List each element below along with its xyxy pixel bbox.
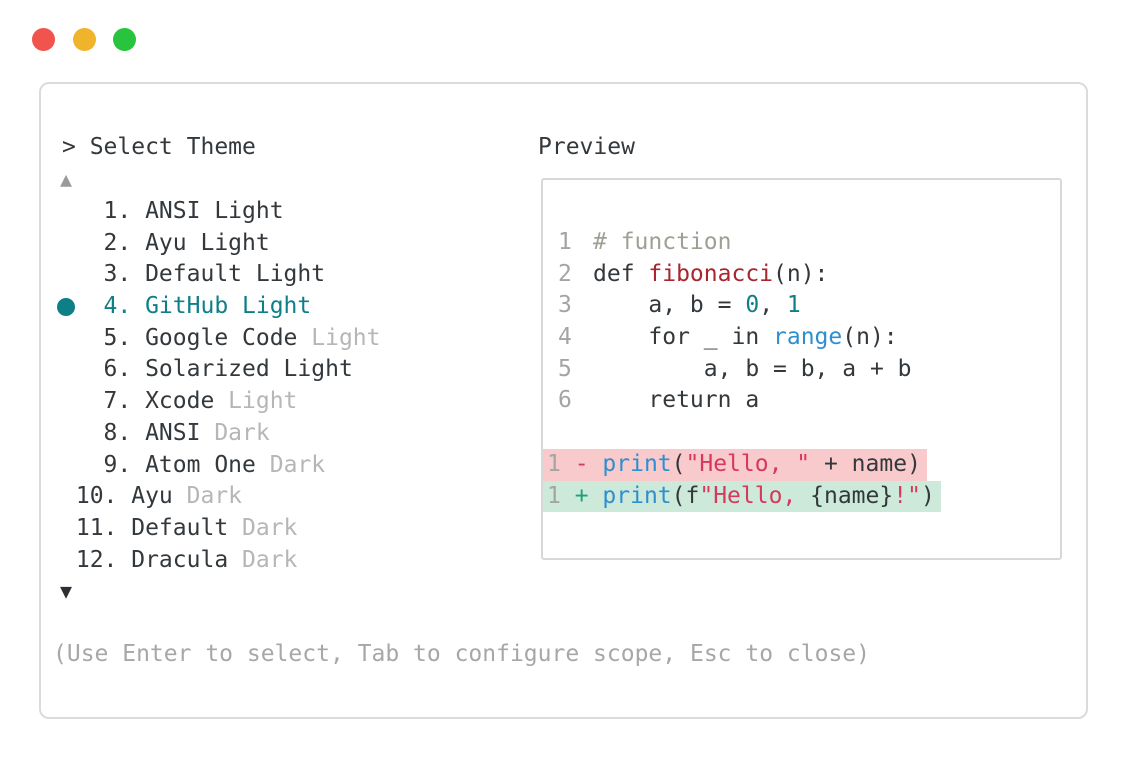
minimize-window-icon[interactable] xyxy=(73,28,96,51)
theme-variant-label: Light xyxy=(311,324,381,351)
theme-option-default-light[interactable]: 3. Default Light xyxy=(62,259,381,291)
theme-option-label: 10. Ayu xyxy=(62,483,187,510)
theme-option-github-light[interactable]: 4. GitHub Light xyxy=(57,291,381,323)
line-number: 1 xyxy=(547,482,575,509)
diff-line: 1 - print("Hello, " + name) xyxy=(543,449,941,481)
theme-variant-label: Dark xyxy=(269,451,326,478)
theme-option-ansi-light[interactable]: 1. ANSI Light xyxy=(62,196,381,228)
line-number: 2 xyxy=(558,260,572,287)
theme-option-google-code-light[interactable]: 5. Google Code Light xyxy=(62,323,381,355)
code-line: 6 return a xyxy=(558,385,912,417)
theme-option-atom-one-dark[interactable]: 9. Atom One Dark xyxy=(62,450,381,482)
zoom-window-icon[interactable] xyxy=(113,28,136,51)
line-number: 1 xyxy=(558,229,572,255)
theme-option-ayu-dark[interactable]: 10. Ayu Dark xyxy=(62,481,381,513)
scroll-up-icon[interactable]: ▲ xyxy=(60,167,73,191)
theme-option-default-dark[interactable]: 11. Default Dark xyxy=(62,513,381,545)
line-number: 5 xyxy=(558,355,572,382)
theme-option-xcode-light[interactable]: 7. Xcode Light xyxy=(62,386,381,418)
theme-option-label: 6. Solarized Light xyxy=(62,356,353,383)
theme-option-label: 2. Ayu Light xyxy=(62,229,270,256)
theme-option-dracula-dark[interactable]: 12. Dracula Dark xyxy=(62,545,381,577)
theme-option-label: 3. Default Light xyxy=(62,261,326,288)
theme-option-ansi-dark[interactable]: 8. ANSI Dark xyxy=(62,418,381,450)
diff-removed-sign: - xyxy=(574,451,603,477)
diff-line: 1 + print(f"Hello, {name}!") xyxy=(543,480,941,513)
theme-option-ayu-light[interactable]: 2. Ayu Light xyxy=(62,228,381,260)
theme-option-label: 12. Dracula xyxy=(62,546,243,573)
diff-added-sign: + xyxy=(574,482,603,509)
theme-option-label: 9. Atom One xyxy=(62,451,270,478)
theme-option-label: 4. GitHub Light xyxy=(62,293,312,320)
selected-indicator-dot xyxy=(57,298,75,317)
theme-variant-label: Dark xyxy=(186,483,243,510)
line-number: 3 xyxy=(558,292,572,319)
select-theme-prompt: > Select Theme xyxy=(62,134,256,160)
close-window-icon[interactable] xyxy=(32,28,55,51)
line-number: 1 xyxy=(547,451,575,477)
theme-option-label: 8. ANSI xyxy=(62,419,215,446)
code-line: 5 a, b = b, a + b xyxy=(558,354,912,386)
diff-line-added: 1 + print(f"Hello, {name}!") xyxy=(543,480,941,513)
keyboard-hint: (Use Enter to select, Tab to configure s… xyxy=(53,641,870,667)
theme-option-label: 11. Default xyxy=(62,514,243,541)
theme-variant-label: Dark xyxy=(214,419,270,446)
theme-option-label: 1. ANSI Light xyxy=(62,198,284,224)
code-line: 3 a, b = 0, 1 xyxy=(558,290,912,322)
theme-list: 1. ANSI Light 2. Ayu Light 3. Default Li… xyxy=(57,196,381,577)
code-line: 4 for _ in range(n): xyxy=(558,322,912,354)
diff-line-removed: 1 - print("Hello, " + name) xyxy=(543,449,927,481)
theme-variant-label: Dark xyxy=(242,514,298,541)
theme-variant-label: Dark xyxy=(242,546,298,573)
diff-block: 1 - print("Hello, " + name)1 + print(f"H… xyxy=(543,449,941,513)
theme-variant-label: Light xyxy=(228,388,298,415)
theme-option-solarized-light[interactable]: 6. Solarized Light xyxy=(62,354,381,386)
scroll-down-icon[interactable]: ▼ xyxy=(60,579,73,603)
line-number: 4 xyxy=(558,324,572,351)
theme-option-label: 7. Xcode xyxy=(62,388,229,415)
preview-title: Preview xyxy=(538,134,635,160)
theme-option-label: 5. Google Code xyxy=(62,324,312,351)
code-line: 1# function xyxy=(558,227,912,259)
line-number: 6 xyxy=(558,387,572,414)
